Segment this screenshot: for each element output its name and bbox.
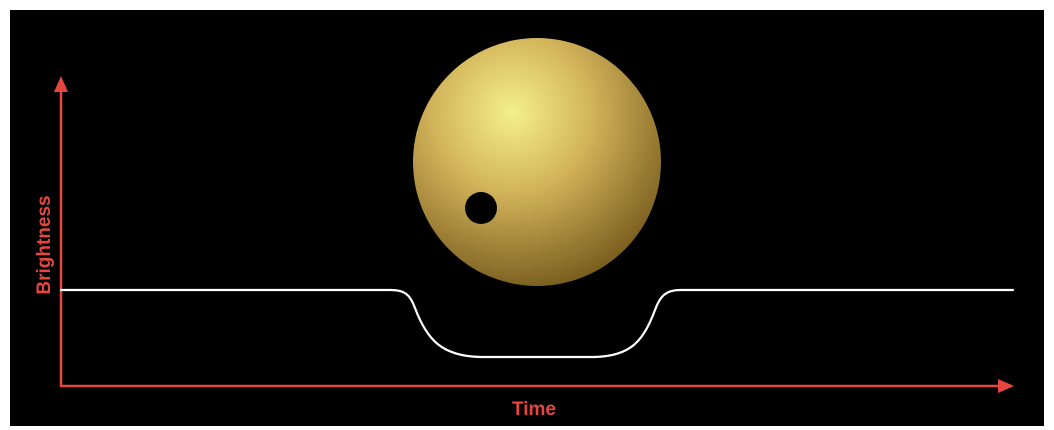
planet bbox=[465, 192, 497, 224]
y-axis-arrowhead bbox=[54, 76, 68, 92]
light-curve bbox=[59, 288, 1015, 359]
y-axis-label: Brightness bbox=[34, 195, 55, 295]
x-axis-arrowhead bbox=[998, 379, 1014, 393]
star bbox=[413, 38, 661, 286]
diagram-canvas: Brightness Time bbox=[10, 10, 1044, 426]
x-axis-label: Time bbox=[511, 399, 557, 420]
diagram-svg bbox=[54, 38, 1015, 393]
